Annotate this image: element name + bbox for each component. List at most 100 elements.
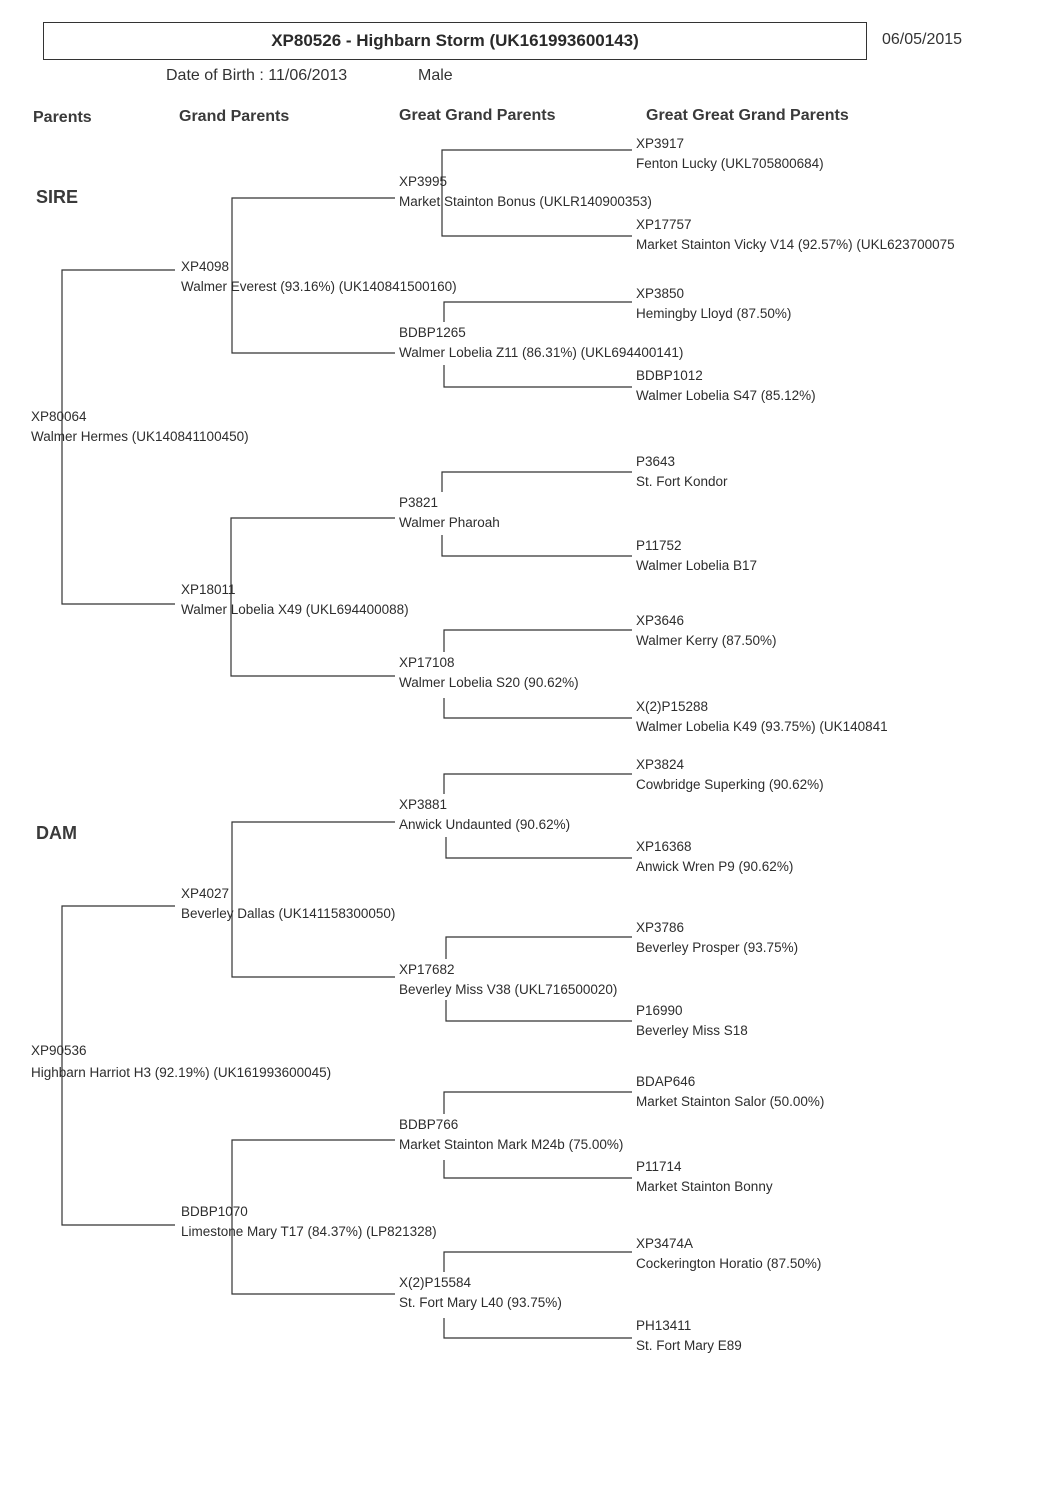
sire-section-label: SIRE [36, 187, 79, 207]
sex: Male [418, 67, 453, 84]
animal-name: Market Stainton Bonny [636, 1179, 773, 1194]
dam-section-label: DAM [36, 823, 77, 843]
great-great-grand-parent: XP3850 Hemingby Lloyd (87.50%) [636, 284, 791, 324]
registration-number: XP3917 [636, 136, 685, 151]
animal-name: Anwick Undaunted (90.62%) [399, 817, 571, 832]
grand-parent: XP4027 Beverley Dallas (UK141158300050) [181, 884, 395, 924]
print-date: 06/05/2015 [882, 31, 963, 48]
animal-name: St. Fort Mary L40 (93.75%) [399, 1295, 562, 1310]
registration-number: BDBP1012 [636, 368, 703, 383]
column-header-great-great-grand-parents: Great Great Grand Parents [646, 107, 849, 124]
registration-number: XP16368 [636, 839, 692, 854]
great-great-grand-parent: XP3474A Cockerington Horatio (87.50%) [636, 1234, 821, 1274]
animal-name: Market Stainton Bonus (UKLR140900353) [399, 194, 652, 209]
animal-name: St. Fort Mary E89 [636, 1338, 742, 1353]
animal-name: Walmer Lobelia S47 (85.12%) [636, 388, 816, 403]
animal-name: Walmer Kerry (87.50%) [636, 633, 777, 648]
animal-name: Beverley Miss V38 (UKL716500020) [399, 982, 618, 997]
animal-name: St. Fort Kondor [636, 474, 728, 489]
date-of-birth: Date of Birth : 11/06/2013 [166, 67, 348, 84]
registration-number: XP3850 [636, 286, 685, 301]
registration-number: XP18011 [181, 582, 236, 597]
great-grand-parent: BDBP766 Market Stainton Mark M24b (75.00… [399, 1115, 623, 1155]
great-great-grand-parent: XP3917 Fenton Lucky (UKL705800684) [636, 134, 824, 174]
great-great-grand-parent: BDBP1012 Walmer Lobelia S47 (85.12%) [636, 366, 816, 406]
animal-name: Limestone Mary T17 (84.37%) (LP821328) [181, 1224, 437, 1239]
registration-number: P11752 [636, 538, 682, 553]
registration-number: BDBP1265 [399, 325, 466, 340]
animal-name: Walmer Lobelia Z11 (86.31%) (UKL69440014… [399, 345, 684, 360]
great-great-grand-parent: XP3646 Walmer Kerry (87.50%) [636, 611, 777, 651]
animal-name: Anwick Wren P9 (90.62%) [636, 859, 794, 874]
animal-name: Hemingby Lloyd (87.50%) [636, 306, 792, 321]
animal-name: Fenton Lucky (UKL705800684) [636, 156, 824, 171]
parent-dam: XP90536 Highbarn Harriot H3 (92.19%) (UK… [31, 1040, 331, 1084]
animal-name: Market Stainton Mark M24b (75.00%) [399, 1137, 624, 1152]
great-great-grand-parent: X(2)P15288 Walmer Lobelia K49 (93.75%) (… [636, 697, 888, 737]
animal-name: Beverley Miss S18 [636, 1023, 748, 1038]
registration-number: BDBP766 [399, 1117, 459, 1132]
animal-title: XP80526 - Highbarn Storm (UK161993600143… [43, 22, 867, 60]
great-great-grand-parent: P3643 St. Fort Kondor [636, 452, 728, 492]
animal-name: Market Stainton Salor (50.00%) [636, 1094, 825, 1109]
animal-name: Walmer Lobelia S20 (90.62%) [399, 675, 579, 690]
registration-number: XP17108 [399, 655, 455, 670]
great-grand-parent: X(2)P15584 St. Fort Mary L40 (93.75%) [399, 1273, 562, 1313]
animal-name: Walmer Lobelia B17 [636, 558, 758, 573]
great-grand-parent: XP3881 Anwick Undaunted (90.62%) [399, 795, 570, 835]
registration-number: P3821 [399, 495, 439, 510]
column-header-parents: Parents [33, 109, 92, 126]
animal-name: Walmer Lobelia K49 (93.75%) (UK140841 [636, 719, 888, 734]
great-great-grand-parent: XP3824 Cowbridge Superking (90.62%) [636, 755, 824, 795]
grand-parent: XP4098 Walmer Everest (93.16%) (UK140841… [181, 257, 457, 297]
registration-number: P16990 [636, 1003, 683, 1018]
great-great-grand-parent: BDAP646 Market Stainton Salor (50.00%) [636, 1072, 824, 1112]
great-grand-parent: XP17682 Beverley Miss V38 (UKL716500020) [399, 960, 617, 1000]
registration-number: XP3474A [636, 1236, 694, 1251]
registration-number: XP17757 [636, 217, 692, 232]
column-header-great-grand-parents: Great Grand Parents [399, 107, 556, 124]
registration-number: BDAP646 [636, 1074, 696, 1089]
registration-number: PH13411 [636, 1318, 692, 1333]
registration-number: XP80064 [31, 409, 87, 424]
registration-number: P3643 [636, 454, 676, 469]
animal-name: Walmer Hermes (UK140841100450) [31, 429, 249, 444]
great-grand-parent: P3821 Walmer Pharoah [399, 493, 500, 533]
registration-number: P11714 [636, 1159, 682, 1174]
animal-name: Cockerington Horatio (87.50%) [636, 1256, 822, 1271]
animal-name: Walmer Everest (93.16%) (UK140841500160) [181, 279, 457, 294]
registration-number: XP4027 [181, 886, 230, 901]
great-grand-parent: XP17108 Walmer Lobelia S20 (90.62%) [399, 653, 579, 693]
great-great-grand-parent: P11714 Market Stainton Bonny [636, 1157, 773, 1197]
great-grand-parent: XP3995 Market Stainton Bonus (UKLR140900… [399, 172, 652, 212]
registration-number: XP17682 [399, 962, 455, 977]
registration-number: BDBP1070 [181, 1204, 248, 1219]
registration-number: XP90536 [31, 1043, 87, 1058]
great-great-grand-parent: XP3786 Beverley Prosper (93.75%) [636, 918, 798, 958]
great-grand-parent: BDBP1265 Walmer Lobelia Z11 (86.31%) (UK… [399, 323, 683, 363]
animal-name: Walmer Lobelia X49 (UKL694400088) [181, 602, 409, 617]
registration-number: XP3824 [636, 757, 685, 772]
registration-number: X(2)P15288 [636, 699, 709, 714]
grand-parent: XP18011 Walmer Lobelia X49 (UKL694400088… [181, 580, 409, 620]
animal-name: Highbarn Harriot H3 (92.19%) (UK16199360… [31, 1065, 332, 1080]
registration-number: XP4098 [181, 259, 230, 274]
animal-name: Market Stainton Vicky V14 (92.57%) (UKL6… [636, 237, 955, 252]
column-header-grand-parents: Grand Parents [179, 108, 290, 125]
grand-parent: BDBP1070 Limestone Mary T17 (84.37%) (LP… [181, 1202, 437, 1242]
animal-name: Cowbridge Superking (90.62%) [636, 777, 824, 792]
great-great-grand-parent: XP17757 Market Stainton Vicky V14 (92.57… [636, 215, 955, 255]
great-great-grand-parent: P16990 Beverley Miss S18 [636, 1001, 748, 1041]
parent-sire: XP80064 Walmer Hermes (UK140841100450) [31, 407, 249, 447]
registration-number: XP3881 [399, 797, 448, 812]
animal-name: Beverley Prosper (93.75%) [636, 940, 799, 955]
great-great-grand-parent: XP16368 Anwick Wren P9 (90.62%) [636, 837, 793, 877]
registration-number: X(2)P15584 [399, 1275, 472, 1290]
great-great-grand-parent: P11752 Walmer Lobelia B17 [636, 536, 757, 576]
animal-name: Walmer Pharoah [399, 515, 500, 530]
registration-number: XP3995 [399, 174, 448, 189]
great-great-grand-parent: PH13411 St. Fort Mary E89 [636, 1316, 742, 1356]
animal-name: Beverley Dallas (UK141158300050) [181, 906, 396, 921]
registration-number: XP3786 [636, 920, 685, 935]
